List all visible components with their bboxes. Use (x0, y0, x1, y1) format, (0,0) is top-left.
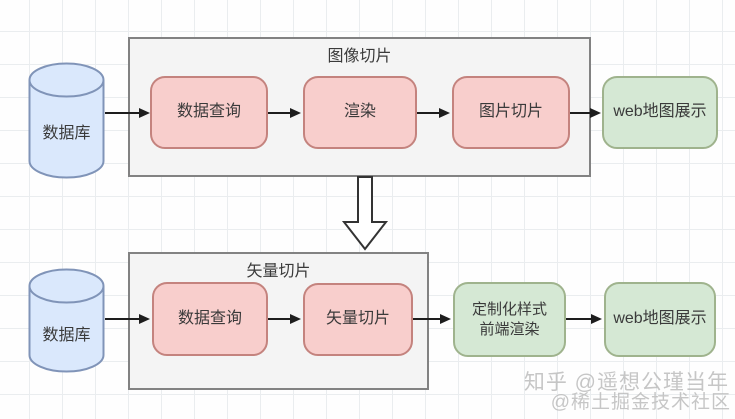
down-arrow-icon (341, 176, 389, 251)
step-box-data-query: 数据查询 (150, 76, 268, 149)
flow-arrow (105, 314, 150, 324)
step-box-data-query-2: 数据查询 (152, 282, 268, 356)
database-icon (28, 268, 105, 373)
watermark-zhihu: 知乎 @遥想公瑾当年 (523, 371, 729, 394)
step-box-image-tile: 图片切片 (452, 76, 570, 149)
flow-arrow (566, 314, 602, 324)
database-label: 数据库 (42, 327, 91, 344)
flow-arrow (268, 108, 301, 118)
flow-arrow (413, 314, 451, 324)
output-box-web-map-top: web地图展示 (602, 76, 718, 149)
flow-arrow (570, 108, 601, 118)
output-box-custom-style: 定制化样式 前端渲染 (453, 282, 566, 357)
step-box-vector-tile: 矢量切片 (303, 283, 413, 356)
flow-arrow (417, 108, 450, 118)
output-box-web-map-bottom: web地图展示 (604, 282, 716, 357)
group-title: 矢量切片 (246, 263, 311, 280)
flow-arrow (105, 108, 150, 118)
database-label: 数据库 (42, 125, 91, 142)
group-title: 图像切片 (327, 48, 392, 65)
database-cylinder-bottom: 数据库 (28, 268, 105, 373)
step-box-render: 渲染 (303, 76, 417, 149)
database-cylinder-top: 数据库 (28, 62, 105, 179)
watermark-juejin: @稀土掘金技术社区 (550, 392, 731, 413)
flow-arrow (268, 314, 301, 324)
database-icon (28, 62, 105, 179)
